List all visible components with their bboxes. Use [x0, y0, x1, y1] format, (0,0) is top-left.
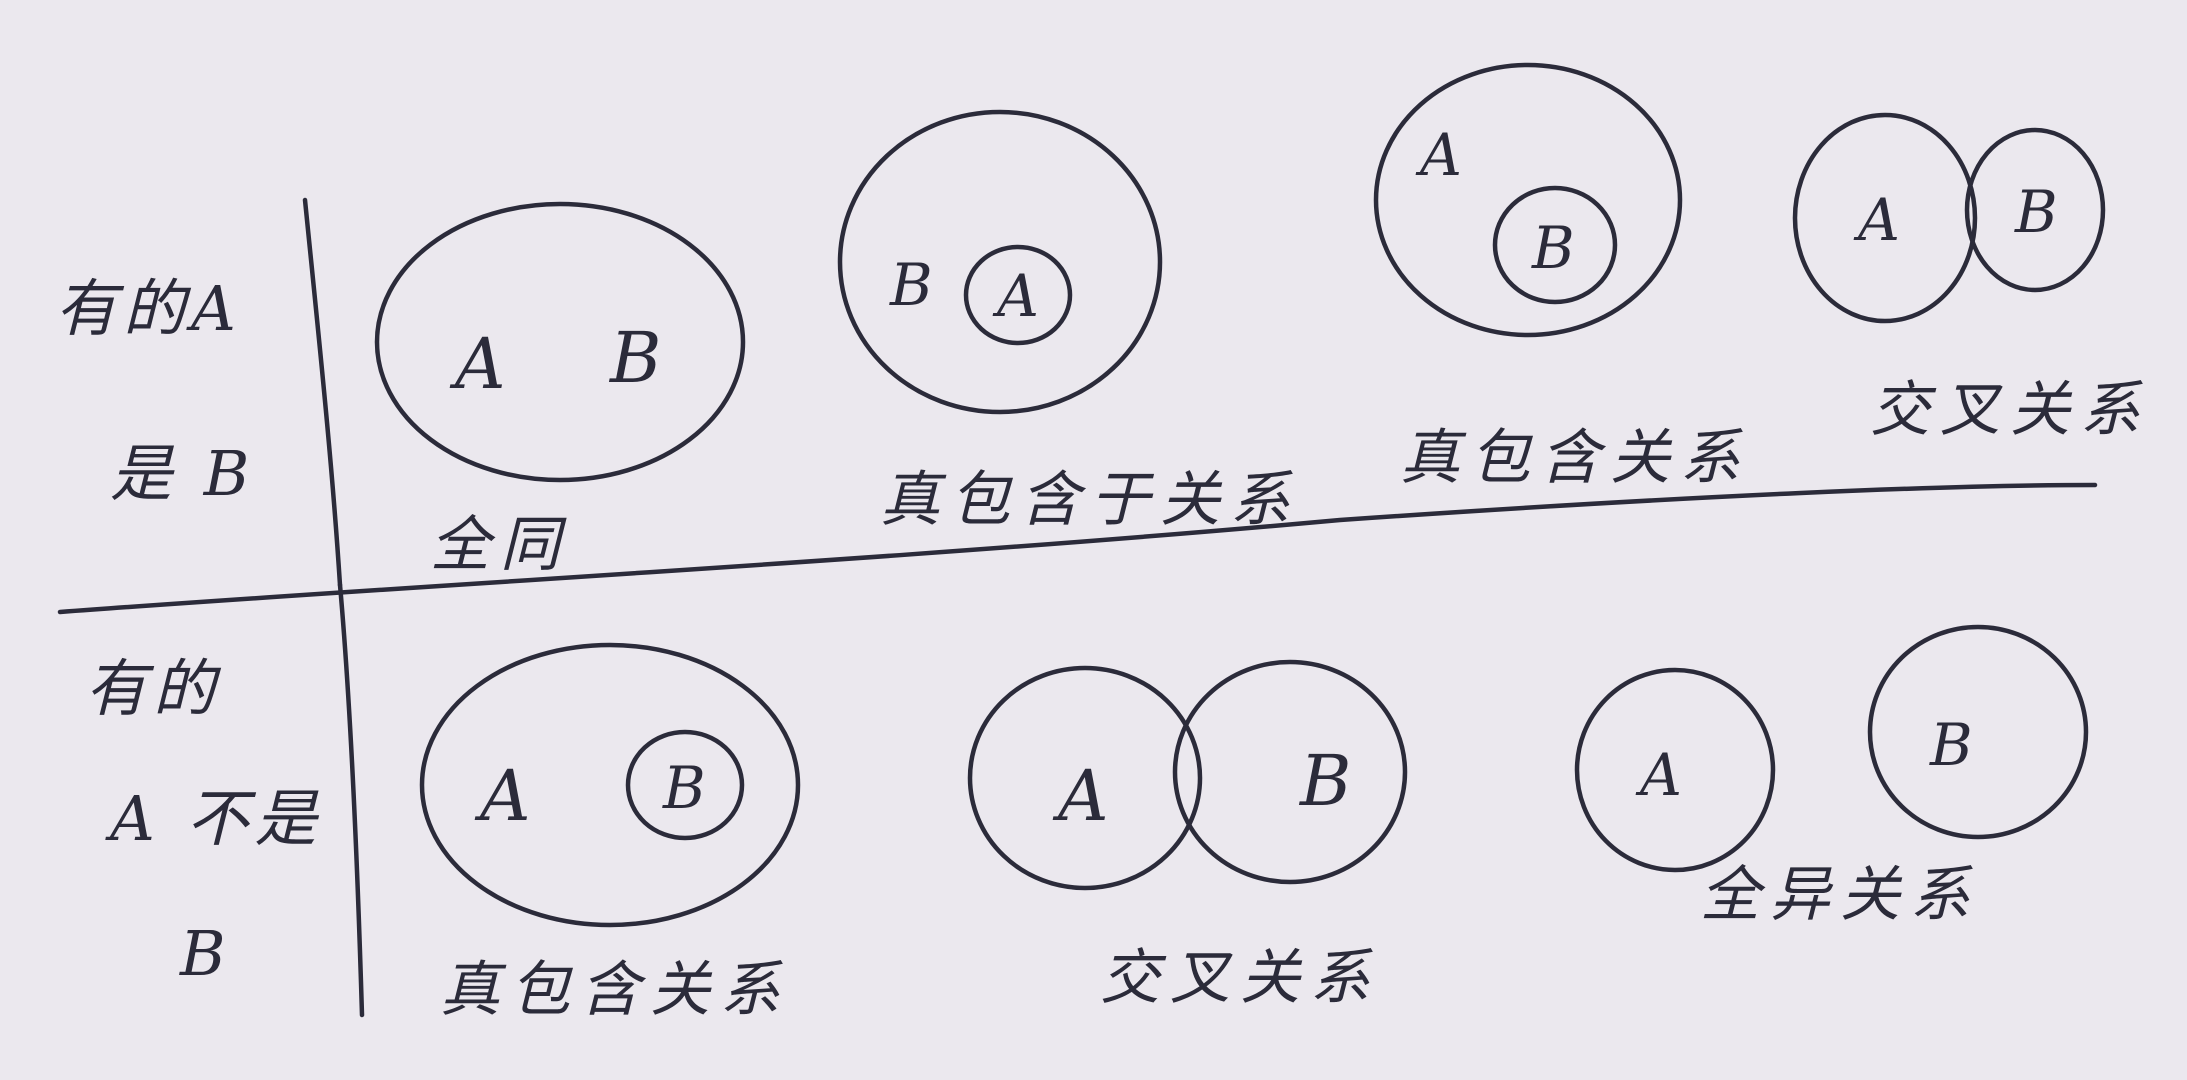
label-a: A [474, 755, 531, 837]
label-a: A [449, 323, 506, 405]
circle-a [1792, 112, 1978, 324]
row-label-2-line-2: A 不是 [105, 782, 322, 855]
row-label-2-line-1: 有的 [85, 652, 222, 725]
circle-a-outer [419, 642, 801, 928]
circle-ab-identical [374, 201, 746, 483]
circle-a-inner [963, 244, 1073, 346]
label-a: A [1635, 741, 1682, 809]
label-b: B [1531, 214, 1575, 282]
caption-overlap: 交叉关系 [1870, 375, 2150, 445]
circle-b-outer [837, 109, 1163, 415]
venn-proper-subset: B A 真包含于关系 [837, 109, 1300, 535]
label-b: B [1298, 740, 1351, 822]
label-b: B [662, 754, 706, 822]
label-b: B [2014, 178, 2058, 246]
circle-a-outer [1373, 62, 1683, 338]
label-a: A [1052, 755, 1109, 837]
label-b: B [608, 317, 661, 399]
label-a: A [992, 262, 1039, 330]
venn-disjoint: A B 全异关系 [1574, 624, 2089, 930]
label-b: B [1929, 711, 1973, 779]
venn-proper-superset-row1: A B 真包含关系 [1373, 62, 1750, 493]
venn-overlap-row2: A B 交叉关系 [967, 659, 1408, 1013]
circle-a [1574, 667, 1776, 873]
caption-identical: 全同 [430, 510, 570, 580]
circle-b-inner [1492, 185, 1618, 305]
vertical-divider-upper [302, 197, 343, 588]
venn-overlap-row1: A B 交叉关系 [1792, 112, 2150, 445]
venn-proper-superset-row2: A B 真包含关系 [419, 642, 801, 1025]
caption-proper-superset: 真包含关系 [1400, 423, 1750, 493]
horizontal-divider [57, 482, 2098, 615]
venn-identical: A B 全同 [374, 201, 746, 580]
label-a: A [1853, 186, 1900, 254]
label-a: A [1415, 121, 1462, 189]
row-label-2: 有的 A 不是 B [85, 652, 322, 990]
vertical-divider-lower [337, 582, 365, 1018]
row-label-1-line-1: 有的A [55, 272, 242, 345]
circle-b [1964, 127, 2106, 293]
row-label-1: 有的A 是 B [55, 272, 255, 510]
circle-b [1867, 624, 2089, 840]
row-label-2-line-3: B [179, 917, 232, 990]
circle-b [1172, 659, 1408, 885]
caption-disjoint: 全异关系 [1700, 860, 1980, 930]
row-label-1-line-2: 是 B [110, 437, 255, 510]
caption-overlap: 交叉关系 [1100, 943, 1380, 1013]
label-b: B [889, 251, 933, 319]
caption-proper-subset: 真包含于关系 [880, 465, 1300, 535]
circle-a [967, 665, 1203, 891]
circle-b-inner [625, 729, 745, 841]
caption-proper-superset: 真包含关系 [440, 955, 790, 1025]
